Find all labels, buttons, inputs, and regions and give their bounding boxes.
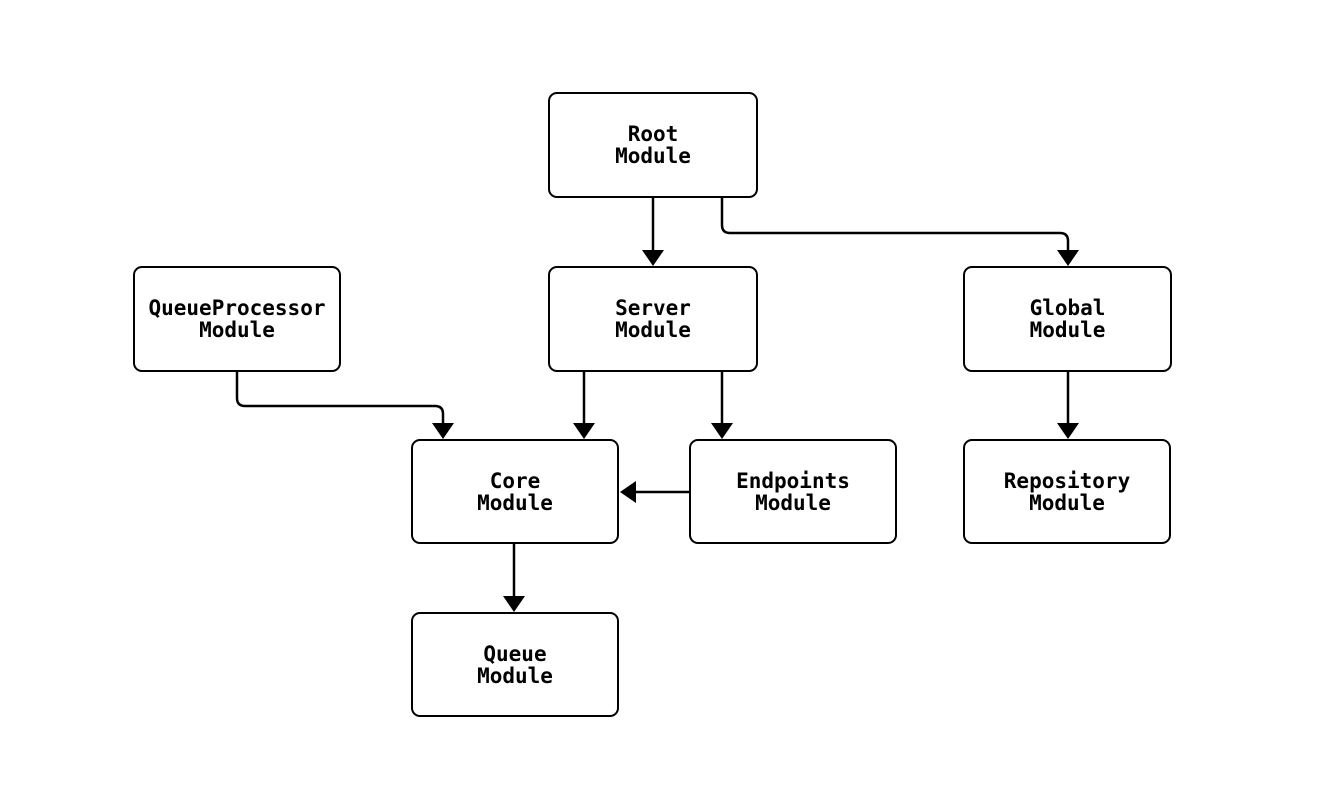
- node-core-module: Core Module: [411, 439, 619, 544]
- edge-root-module-to-global-module: [720, 198, 1070, 253]
- node-global-module-label: Global Module: [1029, 296, 1106, 342]
- node-root-module: Root Module: [548, 92, 758, 198]
- arrowhead-endpoints-module-to-core-module: [620, 481, 636, 503]
- edge-queueprocessor-module-to-core-module: [235, 372, 445, 426]
- node-global-module: Global Module: [963, 266, 1172, 372]
- node-endpoints-module: Endpoints Module: [689, 439, 897, 544]
- node-queueprocessor-module: QueueProcessor Module: [133, 266, 341, 372]
- node-server-module-label: Server Module: [615, 296, 691, 342]
- arrowhead-queueprocessor-module-to-core-module: [432, 423, 454, 439]
- node-core-module-label: Core Module: [477, 468, 553, 515]
- arrowhead-server-module-to-endpoints-module: [711, 423, 733, 439]
- node-repository-module: Repository Module: [963, 439, 1171, 544]
- arrowhead-core-module-to-queue-module: [503, 596, 525, 612]
- node-root-module-label: Root Module: [615, 122, 691, 168]
- node-queueprocessor-module-label: QueueProcessor Module: [148, 296, 326, 342]
- arrowhead-server-module-to-core-module: [573, 423, 595, 439]
- arrowhead-global-module-to-repository-module: [1057, 423, 1079, 439]
- arrowhead-root-module-to-server-module: [642, 250, 664, 266]
- node-endpoints-module-label: Endpoints Module: [736, 468, 850, 515]
- node-repository-module-label: Repository Module: [1003, 468, 1131, 515]
- node-queue-module-label: Queue Module: [477, 641, 553, 688]
- arrowhead-root-module-to-global-module: [1057, 250, 1079, 266]
- node-queue-module: Queue Module: [411, 612, 619, 717]
- node-server-module: Server Module: [548, 266, 758, 372]
